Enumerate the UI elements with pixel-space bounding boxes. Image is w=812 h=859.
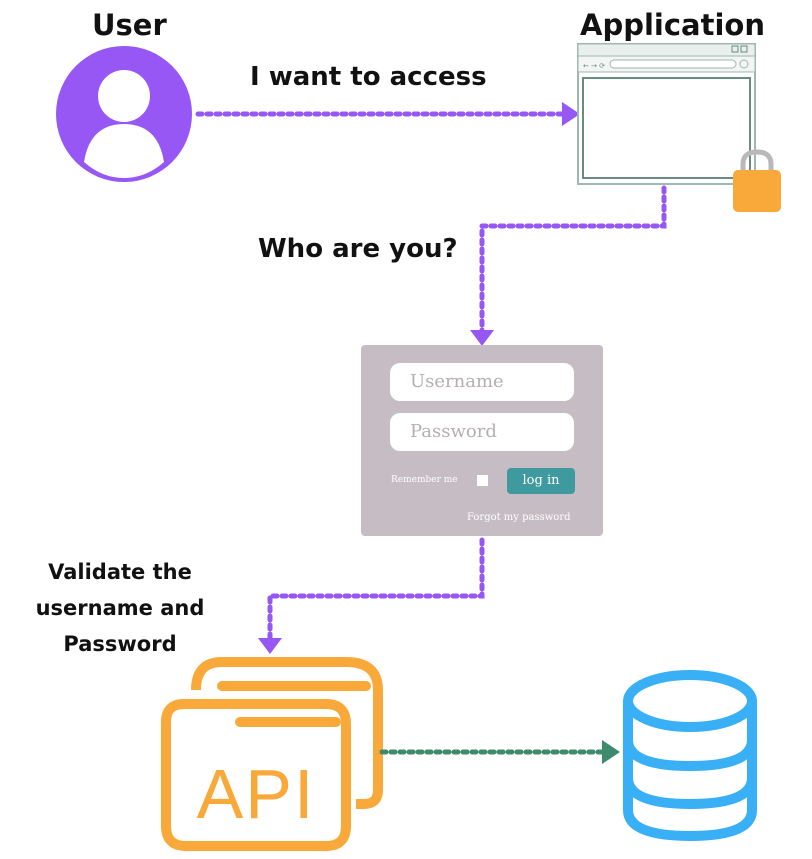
user-label: User [92, 8, 167, 42]
arrow-api-to-db [379, 740, 620, 764]
api-folder-icon: API [161, 657, 383, 851]
remember-me-label: Remember me [391, 475, 458, 485]
forgot-password-link[interactable]: Forgot my password [467, 512, 571, 523]
password-input[interactable]: Password [390, 413, 574, 451]
who-are-you-label: Who are you? [258, 234, 458, 264]
arrow-user-to-app [195, 102, 580, 126]
username-input[interactable]: Username [390, 363, 574, 401]
application-label: Application [580, 8, 765, 42]
login-form-panel: Username Password Remember me log in For… [361, 345, 603, 536]
user-avatar-icon [56, 46, 192, 182]
padlock-icon [733, 149, 781, 212]
arrow-login-to-api [258, 537, 485, 654]
access-request-label: I want to access [250, 62, 487, 92]
api-label: API [197, 755, 316, 833]
browser-window-icon: ← → ⟳ [577, 43, 756, 185]
database-icon [623, 670, 757, 842]
remember-me-checkbox[interactable] [477, 475, 488, 486]
validate-label: Validate the username and Password [35, 560, 205, 656]
svg-text:← → ⟳: ← → ⟳ [583, 62, 605, 70]
arrow-app-to-login [470, 185, 667, 346]
login-button[interactable]: log in [507, 468, 575, 494]
